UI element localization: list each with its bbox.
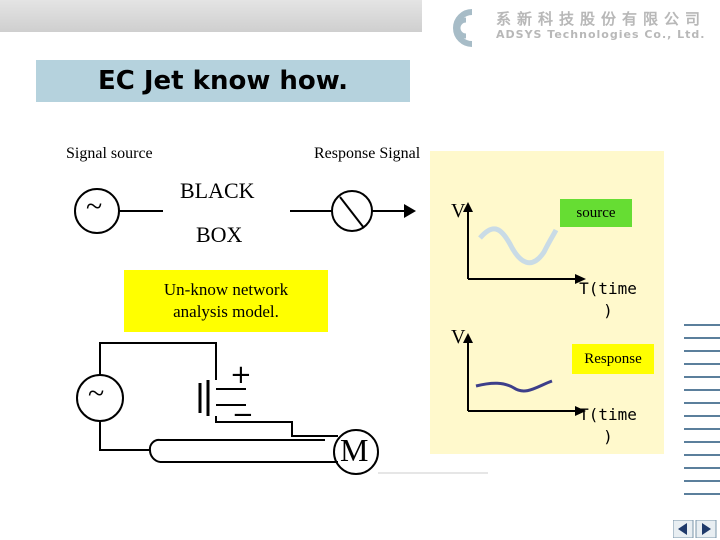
network-model-note: Un-know network analysis model. — [124, 270, 328, 332]
side-decoration-lines — [684, 324, 720, 495]
prev-icon[interactable] — [673, 520, 694, 538]
top-graph-v-label: V — [451, 200, 466, 222]
time-label-line1: T(time — [579, 279, 637, 298]
bottom-x-arrow-icon — [575, 406, 586, 416]
motor-label: M — [340, 432, 369, 468]
company-name-chinese: 系新科技股份有限公司 — [496, 10, 707, 28]
bottom-graph-time-label: T(time ) — [576, 404, 640, 448]
source-waveform — [478, 226, 559, 266]
plus-symbol: + — [230, 360, 252, 390]
time-label-line2: ) — [603, 427, 613, 446]
minus-symbol: − — [232, 400, 254, 430]
time-label-line1: T(time — [579, 405, 637, 424]
time-label-line2: ) — [603, 301, 613, 320]
response-tag: Response — [572, 344, 654, 374]
black-box-label-line1: BLACK — [180, 178, 255, 203]
meter-arrow-icon — [404, 204, 416, 218]
company-logo-icon — [453, 9, 473, 47]
next-icon[interactable] — [695, 520, 717, 538]
top-x-arrow-icon — [575, 274, 586, 284]
ac-source-tilde-symbol: ~ — [88, 377, 105, 410]
top-y-arrow-icon — [463, 202, 473, 212]
note-line1: Un-know network — [163, 280, 289, 299]
note-line2: analysis model. — [173, 302, 279, 321]
top-banner-bar — [0, 0, 422, 32]
circuit-top-wire — [99, 342, 217, 380]
source-tag: source — [560, 199, 632, 227]
response-waveform — [475, 379, 553, 393]
wire-curve — [148, 449, 161, 463]
black-box-label-line2: BOX — [196, 222, 243, 247]
meter-needle — [339, 196, 365, 229]
wire-crossing-hop — [148, 438, 161, 451]
signal-source-label: Signal source — [66, 145, 153, 162]
capacitor-to-motor-wire — [215, 416, 338, 437]
title-banner: EC Jet know how. — [36, 60, 410, 102]
bottom-graph-v-label: V — [451, 326, 466, 348]
motor-circle — [333, 429, 379, 475]
company-name-english: ADSYS Technologies Co., Ltd. — [496, 28, 706, 41]
response-signal-label: Response Signal — [314, 145, 421, 162]
page-title: EC Jet know how. — [97, 66, 349, 96]
source-tilde-symbol: ~ — [86, 190, 103, 223]
bottom-y-arrow-icon — [463, 333, 473, 343]
top-graph-time-label: T(time ) — [576, 278, 640, 322]
slide-nav — [673, 520, 717, 538]
circuit-left-wire — [99, 421, 150, 451]
